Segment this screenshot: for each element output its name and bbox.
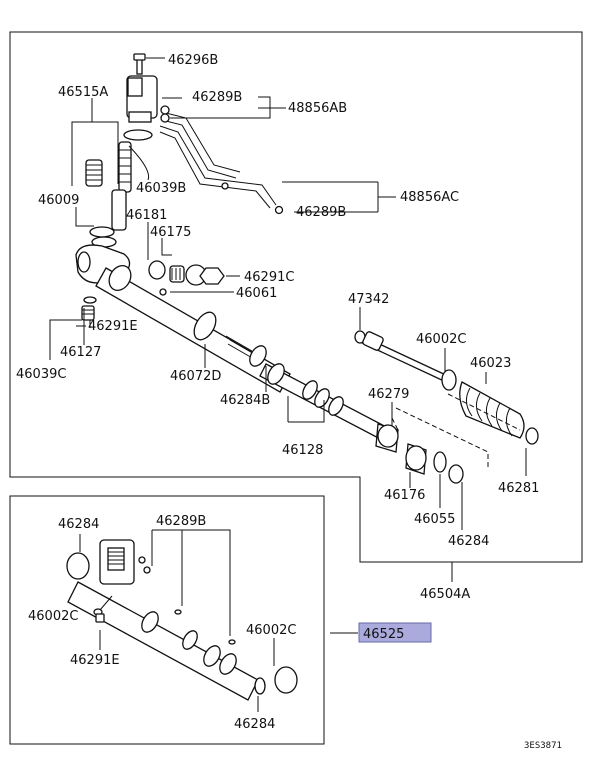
pipe-48856AC	[159, 125, 277, 209]
label-46009: 46009	[38, 193, 79, 208]
label-46284-lower-b: 46284	[234, 717, 275, 732]
label-46504A: 46504A	[420, 587, 470, 602]
label-46002C-top: 46002C	[416, 332, 466, 347]
label-46127: 46127	[60, 345, 101, 360]
tie-rod	[354, 330, 449, 383]
lower-assembly-frame	[9, 495, 325, 745]
rack-tube	[95, 265, 291, 393]
label-46055: 46055	[414, 512, 455, 527]
label-47342: 47342	[348, 292, 389, 307]
label-46181: 46181	[126, 208, 167, 223]
label-46289B-right: 46289B	[296, 205, 346, 220]
lower-assembly	[66, 539, 298, 701]
label-46061: 46061	[236, 286, 277, 301]
label-46002C-lower-a: 46002C	[28, 609, 78, 624]
diagram-code: 3ES3871	[524, 741, 562, 751]
label-46284B: 46284B	[220, 393, 270, 408]
dust-boot	[459, 381, 525, 439]
label-46296B: 46296B	[168, 53, 218, 68]
highlight-box-46525[interactable]	[358, 622, 432, 643]
label-48856AC: 48856AC	[400, 190, 459, 205]
label-48856AB: 48856AB	[288, 101, 347, 116]
label-46279: 46279	[368, 387, 409, 402]
pipe-48856AB	[161, 111, 241, 179]
label-46284-top: 46284	[448, 534, 489, 549]
spring-46515A	[85, 159, 103, 187]
label-46291C: 46291C	[244, 270, 294, 285]
upper-assembly-frame	[9, 31, 583, 563]
upper-assembly	[75, 53, 539, 484]
pinion-shaft	[111, 141, 132, 231]
label-46525[interactable]: 46525	[363, 627, 404, 642]
label-46072D: 46072D	[170, 369, 221, 384]
label-46002C-lower-b: 46002C	[246, 623, 296, 638]
label-46039C: 46039C	[16, 367, 66, 382]
label-46284-lower-a: 46284	[58, 517, 99, 532]
label-46289B-lower: 46289B	[156, 514, 206, 529]
label-46515A: 46515A	[58, 85, 108, 100]
label-46175: 46175	[150, 225, 191, 240]
label-46281: 46281	[498, 481, 539, 496]
label-46291E-lower: 46291E	[70, 653, 120, 668]
leader-lines-lower	[79, 529, 358, 712]
label-46128: 46128	[282, 443, 323, 458]
label-46291E-top: 46291E	[88, 319, 138, 334]
leader-lines	[49, 57, 527, 582]
label-46176: 46176	[384, 488, 425, 503]
label-46023: 46023	[470, 356, 511, 371]
label-46289B-top: 46289B	[192, 90, 242, 105]
label-46039B: 46039B	[136, 181, 186, 196]
